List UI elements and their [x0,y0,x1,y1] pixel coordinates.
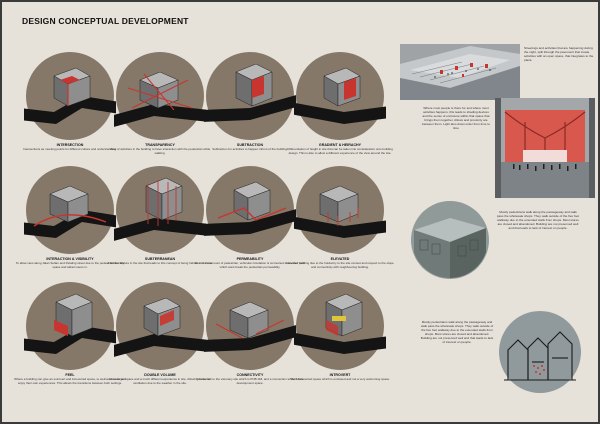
concept-diagram [204,166,296,254]
concept-title: PERMEABILITY [236,257,264,261]
concept-title: INTROVERT [329,373,351,377]
concept-title: SUBTERRANEAN [144,257,176,261]
concept-diagram [114,166,206,254]
concept-title: SUBTRACTION [236,143,264,147]
concept-description: Differentiation of height in site that c… [287,147,393,155]
concept-description: Subtraction for activities to happen inf… [212,147,288,151]
concept-description: Connection to the visionary site which i… [196,377,304,385]
concept-title: GRADIENT & HEIRACHY [318,143,362,147]
concept-diagram [114,282,206,370]
section-caption: Mostly pedestrians walk along the passag… [420,320,494,344]
concept-title: DOUBLE VOLUME [144,373,176,377]
concept-title: CONNECTIVITY [236,373,264,377]
concept-diagram [24,52,116,140]
concept-description: Allow larger space and a much different … [108,377,212,385]
concept-diagram [24,282,116,370]
street-circle-illustration [411,201,489,279]
interior-perspective-illustration [495,98,595,198]
page-title: DESIGN CONCEPTUAL DEVELOPMENT [22,16,189,26]
concept-diagram [294,282,386,370]
concept-description: To allow view along Jalan Sultan and Pet… [15,261,125,269]
concept-description: View of activities in the building to ha… [109,147,211,155]
concept-diagram [294,166,386,254]
concept-description: Intersections as meeting points for diff… [23,147,117,151]
concept-diagram [204,282,296,370]
concept-description: Much introverted space which is enclosed… [289,377,391,381]
concept-description: Due to the amount of pedestrian, vehicul… [195,261,305,269]
concept-diagram [294,52,386,140]
concept-title: TRANSPARENCY [145,143,175,147]
interior-caption: Where most people is there for and where… [422,106,490,130]
concept-title: ELEVATED [330,257,350,261]
street-caption: Streetings and activities that are happe… [524,46,594,62]
concept-title: FEEL [65,373,75,377]
concept-diagram [24,166,116,254]
concept-description: Elevated building due to the hotdoctry t… [286,261,394,269]
circle-caption: Mostly pedestrians walk along the passag… [496,210,580,230]
concept-title: INTERACTION & VISIBILITY [46,257,94,261]
concept-description: A hidden feature in the site that leads … [107,261,213,265]
concept-description: Where a building can give an extrovert a… [14,377,126,385]
building-section-illustration [499,311,581,393]
concept-diagram [114,52,206,140]
street-axonometric-illustration [400,44,520,100]
concept-title: INTERSECTION [56,143,84,147]
concept-diagram [204,52,296,140]
